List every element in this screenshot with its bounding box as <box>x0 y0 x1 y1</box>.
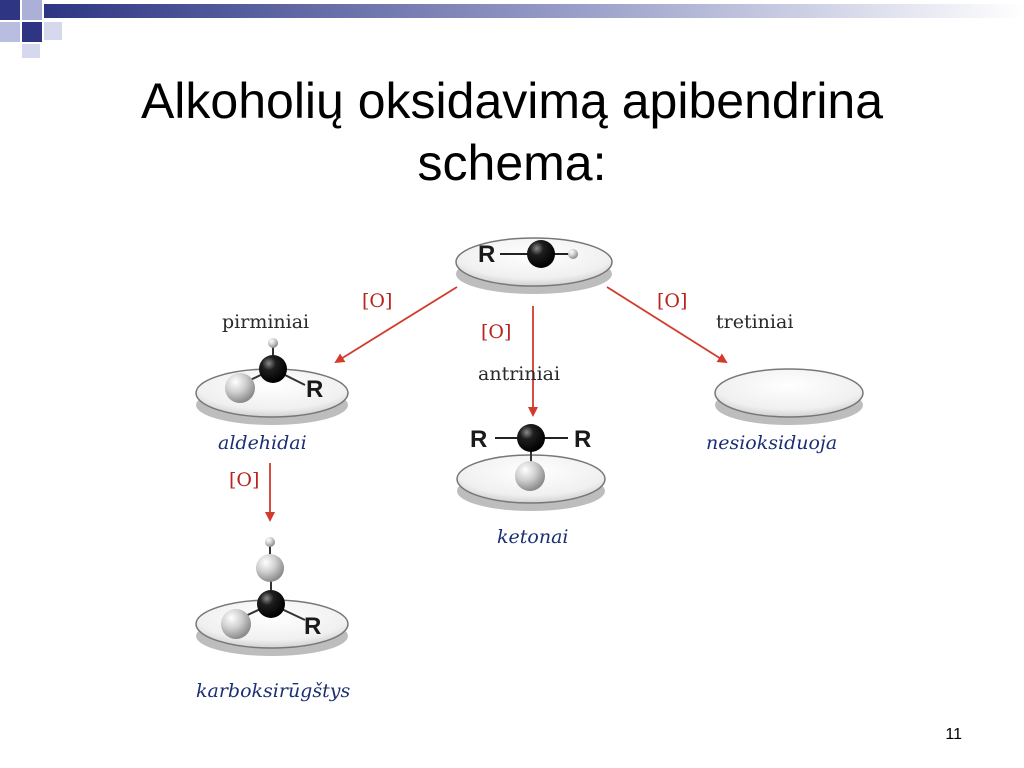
oxidant-label-aldehyde: [O] <box>229 469 259 491</box>
primary-alcohols-label: pirminiai <box>222 311 309 333</box>
no-oxidation-label: nesioksiduoja <box>706 432 837 454</box>
aldehyde-plate: R <box>195 338 349 425</box>
ketone-plate: R R <box>456 424 606 511</box>
group-r-label-right: R <box>574 426 591 453</box>
carbon-atom <box>527 240 555 268</box>
deco-square <box>22 44 40 58</box>
hydrogen-atom <box>268 338 278 348</box>
header-gradient-bar <box>44 4 1024 18</box>
deco-square <box>44 22 62 40</box>
slide-title-line1: Alkoholių oksidavimą apibendrina <box>140 73 884 129</box>
hydrogen-atom <box>265 537 275 547</box>
slide-title-line2: schema: <box>417 135 607 191</box>
slide-title: Alkoholių oksidavimą apibendrina schema: <box>0 70 1024 194</box>
carboxylic-acids-label: karboksirūgštys <box>196 680 350 702</box>
carboxylic-acid-plate: R <box>195 537 349 656</box>
oxidant-label-secondary: [O] <box>481 321 511 343</box>
carbon-atom <box>517 424 545 452</box>
arrow-primary <box>334 286 458 364</box>
header-decoration <box>0 0 1024 58</box>
ketones-label: ketonai <box>497 526 568 548</box>
hydroxyl-oxygen-atom <box>256 554 284 582</box>
aldehydes-label: aldehidai <box>218 432 307 454</box>
group-r-label: R <box>304 613 321 640</box>
oxygen-atom <box>515 461 545 491</box>
oxygen-atom <box>225 373 255 403</box>
secondary-alcohols-label: antriniai <box>478 363 560 385</box>
oxidant-label-tertiary: [O] <box>657 290 687 312</box>
slide-number: 11 <box>945 726 962 743</box>
oxygen-atom <box>221 609 251 639</box>
deco-square <box>22 22 42 42</box>
group-r-label-left: R <box>470 426 487 453</box>
hydrogen-atom <box>568 249 578 259</box>
deco-square <box>22 0 42 20</box>
carbon-atom <box>259 355 287 383</box>
tertiary-alcohols-label: tretiniai <box>716 311 793 333</box>
group-r-label: R <box>478 241 495 268</box>
deco-square <box>0 0 20 20</box>
arrow-tertiary <box>606 286 728 364</box>
oxidant-label-primary: [O] <box>362 290 392 312</box>
tertiary-plate <box>714 368 864 425</box>
group-r-label: R <box>306 376 323 403</box>
deco-square <box>0 22 20 42</box>
alcohol-plate: R <box>455 237 613 294</box>
carbon-atom <box>257 590 285 618</box>
